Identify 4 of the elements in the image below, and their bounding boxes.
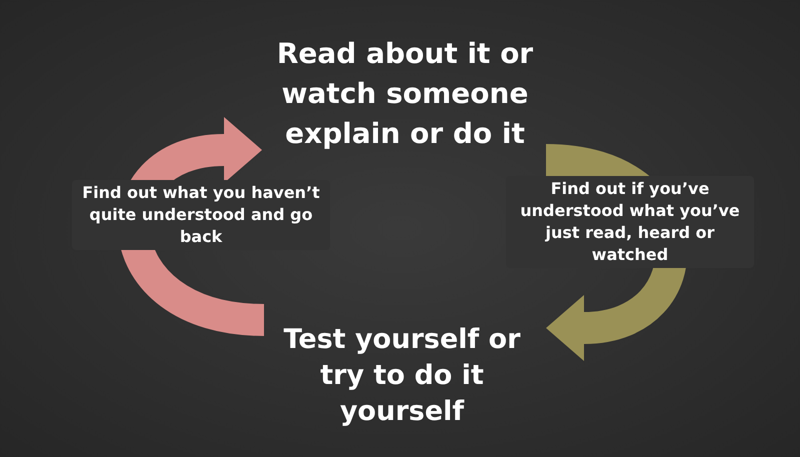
step-text: Test yourself or try to do it yourself	[282, 323, 522, 429]
edge-label: Find out if you’ve understood what you’ve just read, heard or watched	[506, 176, 754, 268]
edge-label: Find out what you haven’t quite understood and go back	[72, 180, 330, 250]
step-text: Read about it or watch someone explain or do it	[276, 36, 534, 152]
